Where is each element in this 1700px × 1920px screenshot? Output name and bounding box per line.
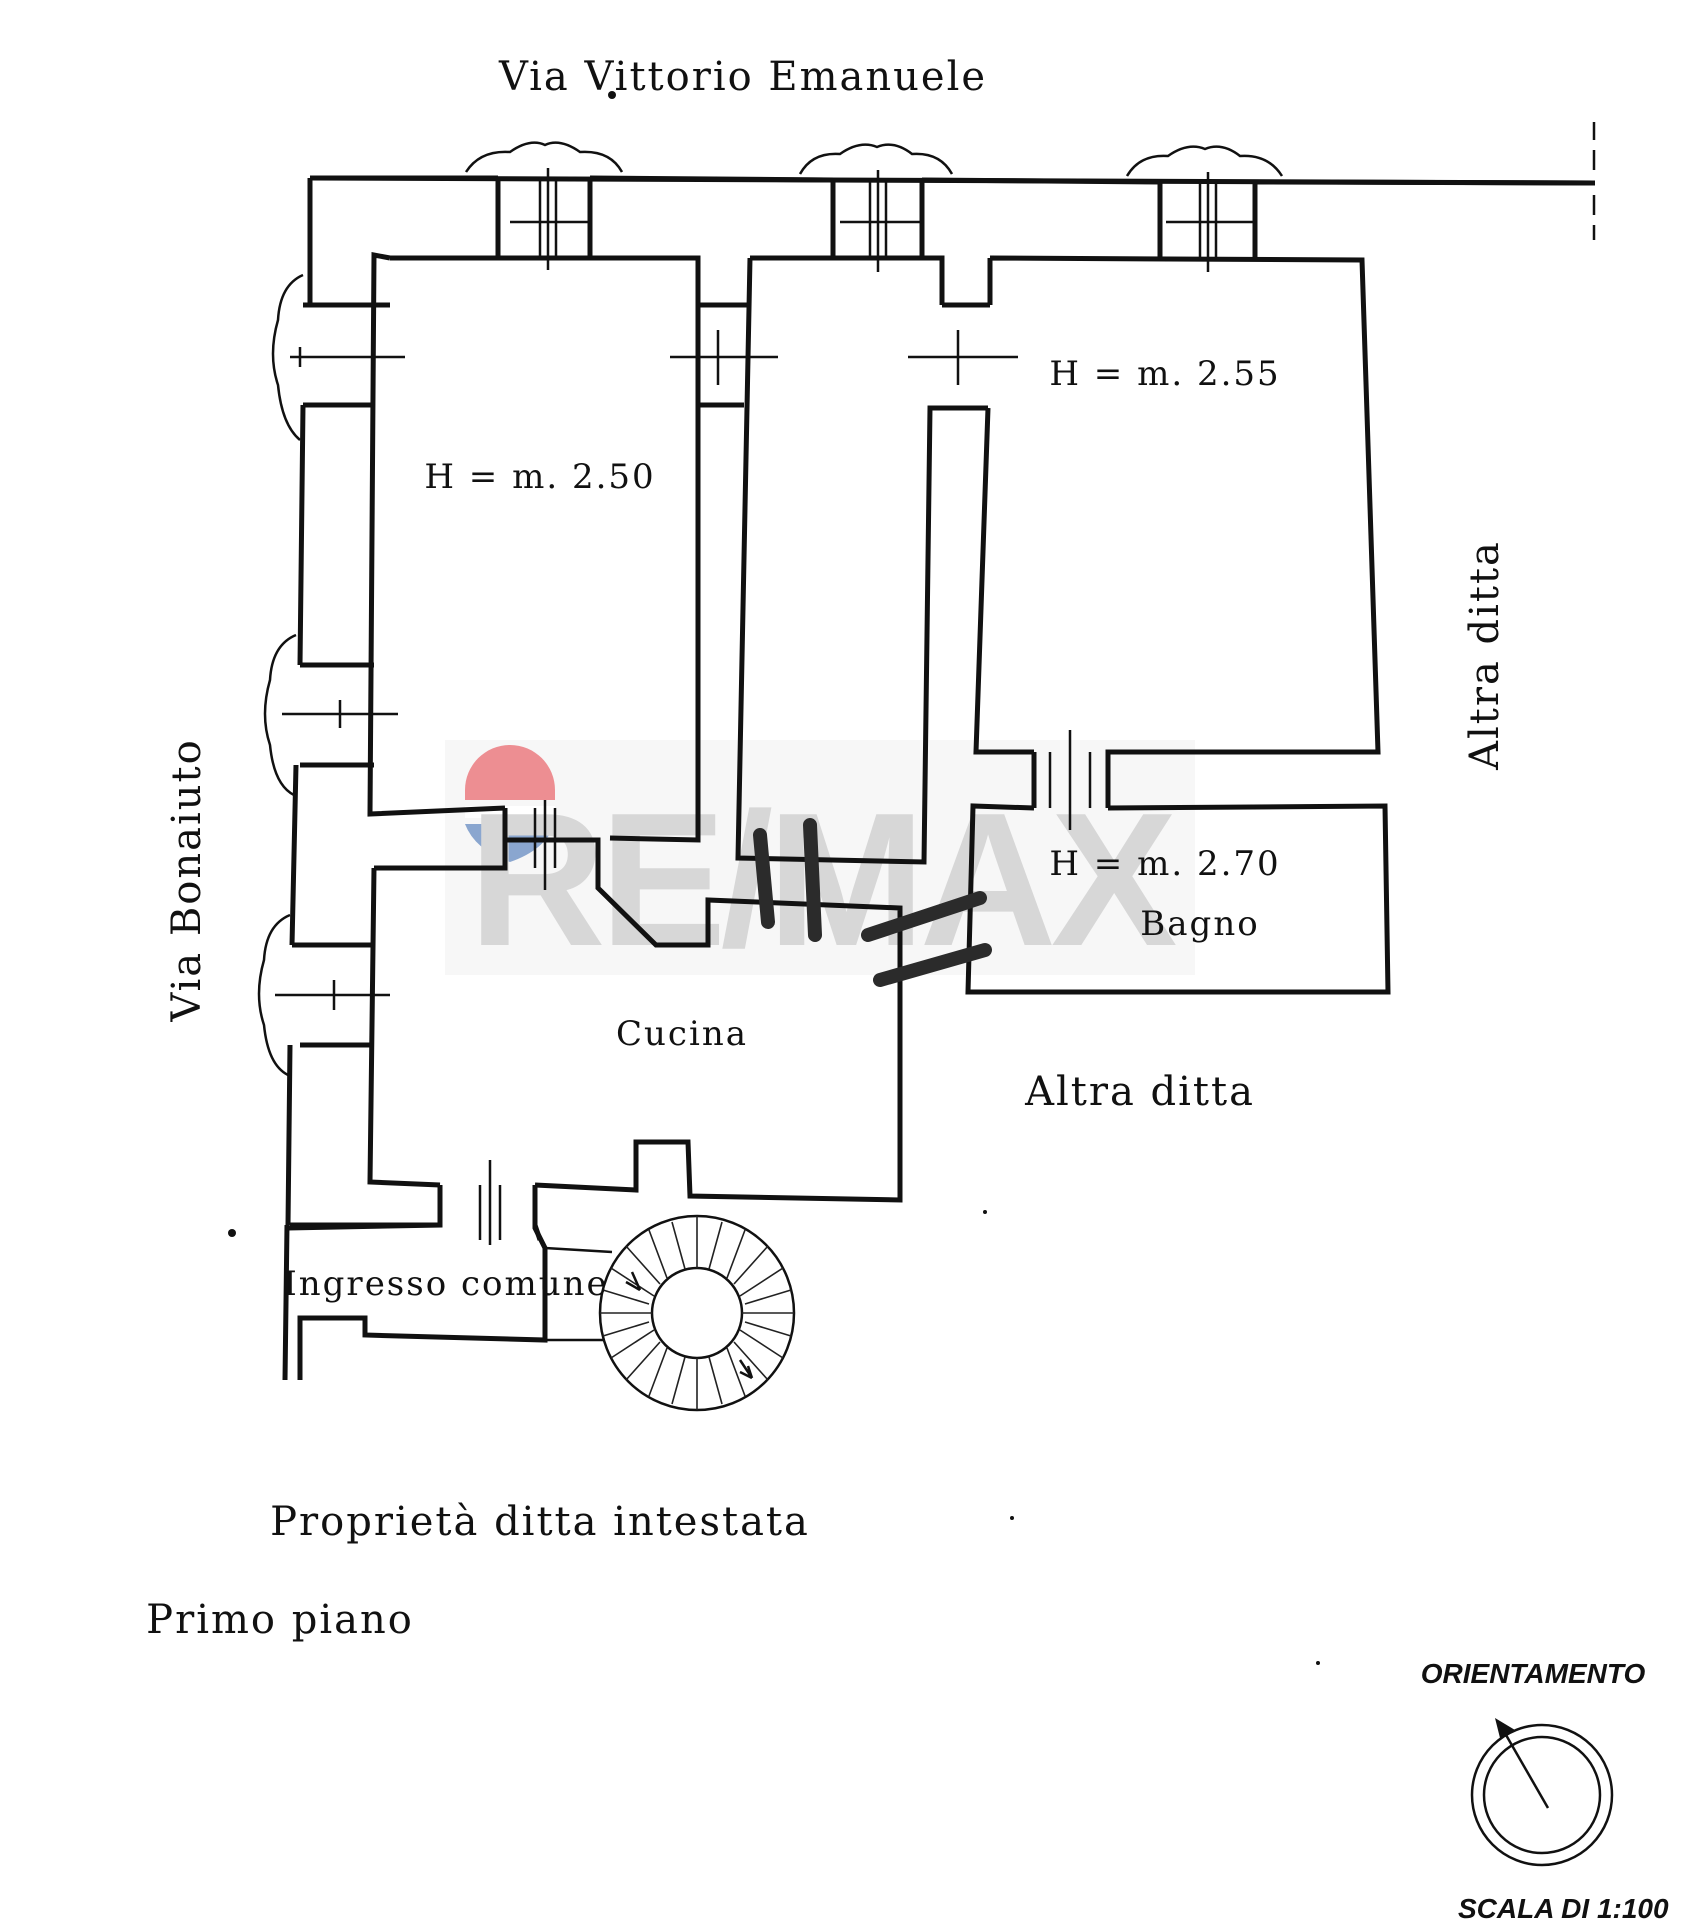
- interior-doors: [478, 330, 1092, 1245]
- ownership-label: Proprietà ditta intestata: [270, 1499, 810, 1545]
- neighbor-right-label: Altra ditta: [1462, 540, 1508, 771]
- floor-label: Primo piano: [146, 1597, 414, 1643]
- exterior-walls: [282, 175, 1596, 1381]
- north-arrow-icon: [1470, 1718, 1614, 1867]
- west-windows: [257, 273, 405, 1077]
- scale-label: SCALA DI 1:100: [1458, 1893, 1669, 1920]
- north-windows: [464, 141, 1284, 272]
- orientation-label: ORIENTAMENTO: [1421, 1658, 1646, 1689]
- scan-specks: [228, 91, 1320, 1665]
- cucina-label: Cucina: [616, 1014, 748, 1054]
- street-top-label: Via Vittorio Emanuele: [498, 54, 987, 100]
- street-left-label: Via Bonaiuto: [164, 738, 210, 1022]
- room2-height: H = m. 2.55: [1049, 354, 1280, 394]
- bagno-label: Bagno: [1140, 904, 1259, 944]
- spiral-staircase: [598, 1214, 796, 1412]
- ingresso-label: Ingresso comune: [283, 1264, 608, 1304]
- demolition-marks: [753, 818, 992, 987]
- neighbor-bottom-label: Altra ditta: [1024, 1069, 1255, 1115]
- bagno-height: H = m. 2.70: [1049, 844, 1280, 884]
- watermark-text: RE/MAX: [469, 774, 1177, 986]
- room1-height: H = m. 2.50: [424, 457, 655, 497]
